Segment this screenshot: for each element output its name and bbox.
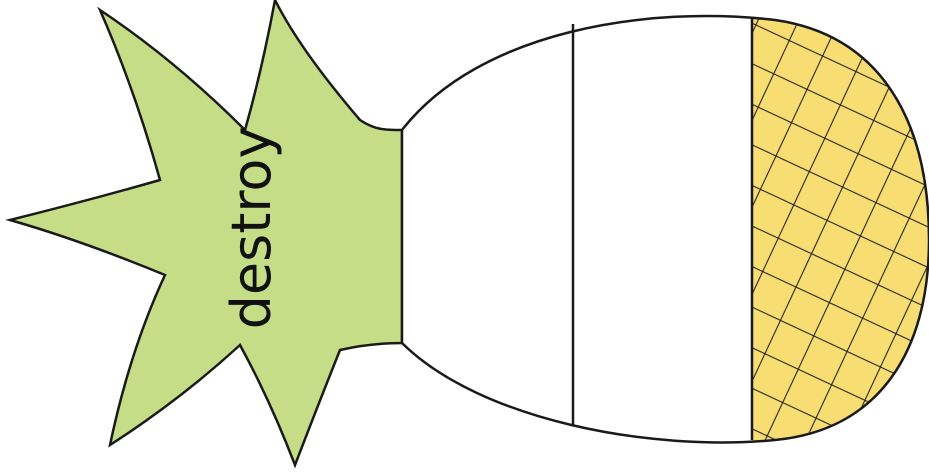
- segment-2: [573, 0, 752, 475]
- segment-1: [402, 0, 573, 475]
- segment-3-crosshatch: [752, 0, 929, 475]
- pineapple-crown: [10, 0, 402, 465]
- crown-label: destroy: [220, 127, 283, 330]
